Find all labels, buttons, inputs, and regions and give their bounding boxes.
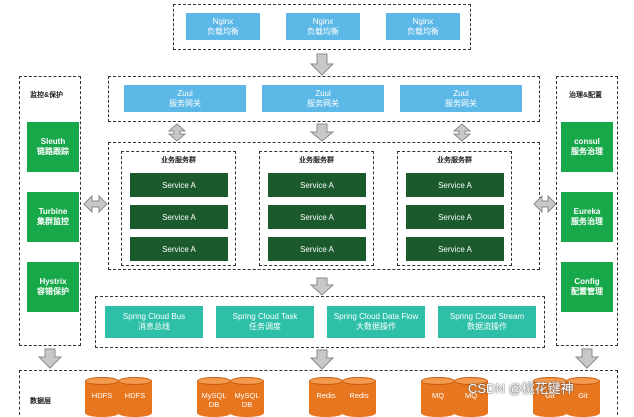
service-group-2-title: 业务服务群 (299, 157, 334, 164)
arrow-down-icon (309, 123, 335, 142)
arrow-down-icon (309, 277, 335, 296)
service-2-2: Service A (268, 205, 366, 229)
arrow-down-icon (574, 348, 600, 369)
arrow-down-icon (309, 53, 335, 76)
database-cylinder-redis-1: Redis (309, 377, 343, 417)
service-2-1: Service A (268, 173, 366, 197)
arrow-leftright-icon (83, 194, 108, 214)
arrow-updown-icon (167, 123, 187, 142)
arrow-down-icon (37, 348, 63, 369)
service-3-3: Service A (406, 237, 504, 261)
database-cylinder-mq-1: MQ (421, 377, 455, 417)
monitor-title: 监控&保护 (30, 92, 64, 99)
data-layer-title: 数据层 (30, 398, 51, 405)
service-1-3: Service A (130, 237, 228, 261)
governance-title: 治理&配置 (569, 92, 603, 99)
service-3-1: Service A (406, 173, 504, 197)
database-cylinder-hdfs-2: HDFS (118, 377, 152, 417)
service-group-3-title: 业务服务群 (437, 157, 472, 164)
service-1-1: Service A (130, 173, 228, 197)
service-group-1-title: 业务服务群 (161, 157, 196, 164)
watermark: CSDN @桃花键神 (468, 381, 574, 396)
service-2-3: Service A (268, 237, 366, 261)
arrow-updown-icon (452, 123, 472, 142)
service-3-2: Service A (406, 205, 504, 229)
database-cylinder-hdfs-1: HDFS (85, 377, 119, 417)
database-cylinder-redis-2: Redis (342, 377, 376, 417)
arrow-down-icon (309, 349, 335, 370)
service-1-2: Service A (130, 205, 228, 229)
